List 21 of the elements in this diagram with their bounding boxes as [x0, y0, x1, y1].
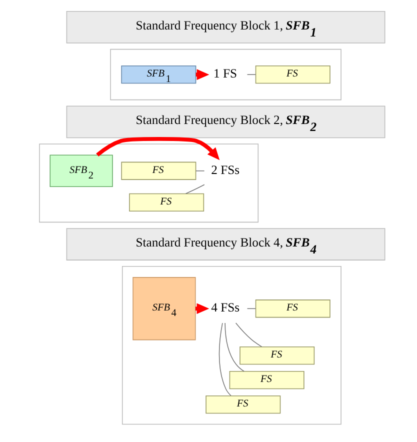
- node-box: FS: [120, 162, 196, 180]
- cluster: [38, 144, 258, 223]
- connector: [246, 74, 256, 75]
- node-box: FS: [254, 300, 330, 318]
- connector: [218, 322, 231, 396]
- node-box: FS: [128, 193, 204, 212]
- node-text: 4 FSs: [210, 300, 240, 315]
- cluster: [110, 48, 341, 100]
- connector: [184, 184, 204, 194]
- connector: [234, 322, 262, 348]
- arrow: [96, 136, 220, 160]
- node-text: 1 FS: [213, 66, 237, 81]
- connector: [195, 170, 204, 172]
- node-box: FS: [228, 371, 304, 390]
- connector: [246, 308, 256, 310]
- node-box: FS: [205, 395, 280, 414]
- node-box: FS: [254, 65, 330, 84]
- connector: [224, 322, 244, 372]
- cluster: [121, 266, 341, 425]
- node-box: FS: [239, 346, 314, 365]
- node-text: 2 FSs: [210, 162, 240, 177]
